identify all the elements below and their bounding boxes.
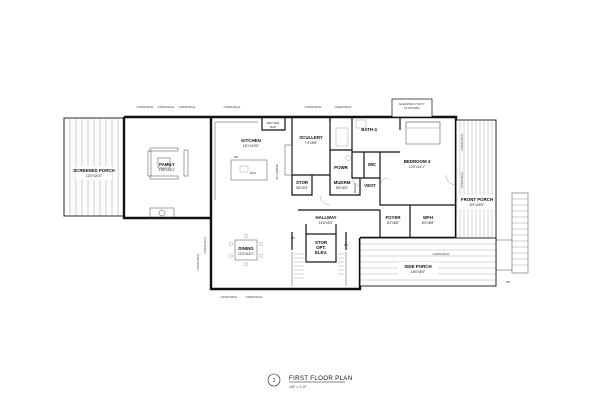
title-block: 1 FIRST FLOOR PLAN 1/8" = 1'-0" [267, 373, 352, 389]
operable-top-4: OPERABLE [224, 105, 241, 109]
fixtures [147, 119, 457, 286]
bath4-name: BATH 4 [361, 127, 377, 132]
exterior-stairs [496, 192, 529, 274]
platform-line2: PLATFORM [404, 106, 420, 110]
operable-top-2: OPERABLE [158, 105, 175, 109]
dw-note: DW [234, 155, 239, 159]
stor-elev-line3: ELEV. [315, 250, 327, 255]
family-name: FAMILY [159, 162, 175, 167]
rng-note: RNG [250, 171, 256, 175]
kitchen-name: KITCHEN [241, 138, 261, 143]
scullery-name: SCULLERY [299, 135, 323, 140]
plan-title: FIRST FLOOR PLAN [289, 375, 352, 382]
operable-top-1: OPERABLE [137, 105, 154, 109]
operable-notes: OPERABLE OPERABLE OPERABLE OPERABLE OPER… [137, 105, 464, 299]
operable-left-2: OPERABLE [196, 254, 200, 271]
scullery-dims: 7'4"x5'5" [305, 141, 318, 145]
plan-scale: 1/8" = 1'-0" [289, 385, 307, 389]
front-porch-dims: 8'0"x26'0" [470, 203, 485, 207]
operable-right-2: OPERABLE [460, 172, 464, 189]
foyer-name: FOYER [385, 215, 401, 220]
platform-line1: ELEVATED UTILITY [399, 102, 425, 106]
fridge-note: 36" FRIDGE [275, 164, 279, 180]
operable-top-3: OPERABLE [179, 105, 196, 109]
platform-outline [391, 98, 433, 118]
mudrm-name: MUDRM [334, 180, 351, 185]
plan-number-circle [267, 373, 281, 387]
bar-note: BAR [270, 125, 276, 129]
screened-porch-name: SCREENED PORCH [73, 168, 114, 173]
family-dims: 15'6"x18'1" [159, 168, 176, 172]
screened-porch-area: SCREENED PORCH 12'0"x20'0" [63, 117, 125, 217]
bench-note: BENCH [353, 183, 357, 193]
screened-porch-dims: 12'0"x20'0" [86, 174, 103, 178]
kitchen-dims: 16'1"x19'0" [243, 144, 260, 148]
stor-elev-line2: OPT. [316, 245, 326, 250]
bedroom4-dims: 12'6"x14'1" [409, 165, 426, 169]
front-porch-name: FRONT PORCH [461, 197, 493, 202]
side-porch-name: SIDE PORCH [404, 264, 431, 269]
operable-left-1: OPERABLE [203, 237, 207, 254]
side-porch-dims: 18'6"x8'0" [411, 270, 426, 274]
operable-bottom-1: OPERABLE [221, 295, 238, 299]
operable-side-porch: OPERABLE [433, 252, 450, 256]
stor-elev-line1: STOR [315, 240, 328, 245]
operable-top-5: OPERABLE [305, 105, 322, 109]
vest-name: VEST [364, 183, 376, 188]
powr-name: POWR [334, 165, 348, 170]
wfh-dims: 8'4"x8'8" [422, 221, 435, 225]
up-note: UP [291, 236, 295, 240]
wic-name: WIC [368, 162, 377, 167]
stor-name: STOR [296, 180, 309, 185]
wfh-name: WFH [423, 215, 433, 220]
mudrm-dims: 5'8"x5'3" [336, 186, 349, 190]
operable-top-6: OPERABLE [335, 105, 352, 109]
dn-note: DN [344, 243, 348, 247]
elevated-utility-platform: ELEVATED UTILITY PLATFORM [391, 98, 433, 118]
hallway-name: HALLWAY [315, 215, 336, 220]
main-stairs [291, 252, 347, 286]
side-porch-area: SIDE PORCH 18'6"x8'0" [359, 237, 497, 287]
room-labels: FAMILY 15'6"x18'1" KITCHEN 16'1"x19'0" W… [159, 121, 510, 284]
side-porch-label-bg [398, 262, 438, 276]
front-porch-label-bg [459, 195, 495, 209]
dn-exterior-note: DN [506, 280, 510, 284]
foyer-dims: 8'4"x8'8" [387, 221, 400, 225]
operable-right-1: OPERABLE [460, 134, 464, 151]
dining-name: DINING [238, 246, 254, 251]
operable-bottom-2: OPERABLE [246, 295, 263, 299]
stor-dims: 3'8"x5'3" [296, 186, 309, 190]
bedroom4-name: BEDROOM 4 [404, 159, 431, 164]
wet-bar-note: WET BAR [267, 121, 280, 125]
dining-dims: 12'3"x15'1" [238, 252, 255, 256]
hallway-dims: 14'6"x5'0" [319, 221, 334, 225]
screened-porch-label-bg [76, 166, 112, 180]
plan-number: 1 [273, 378, 276, 384]
